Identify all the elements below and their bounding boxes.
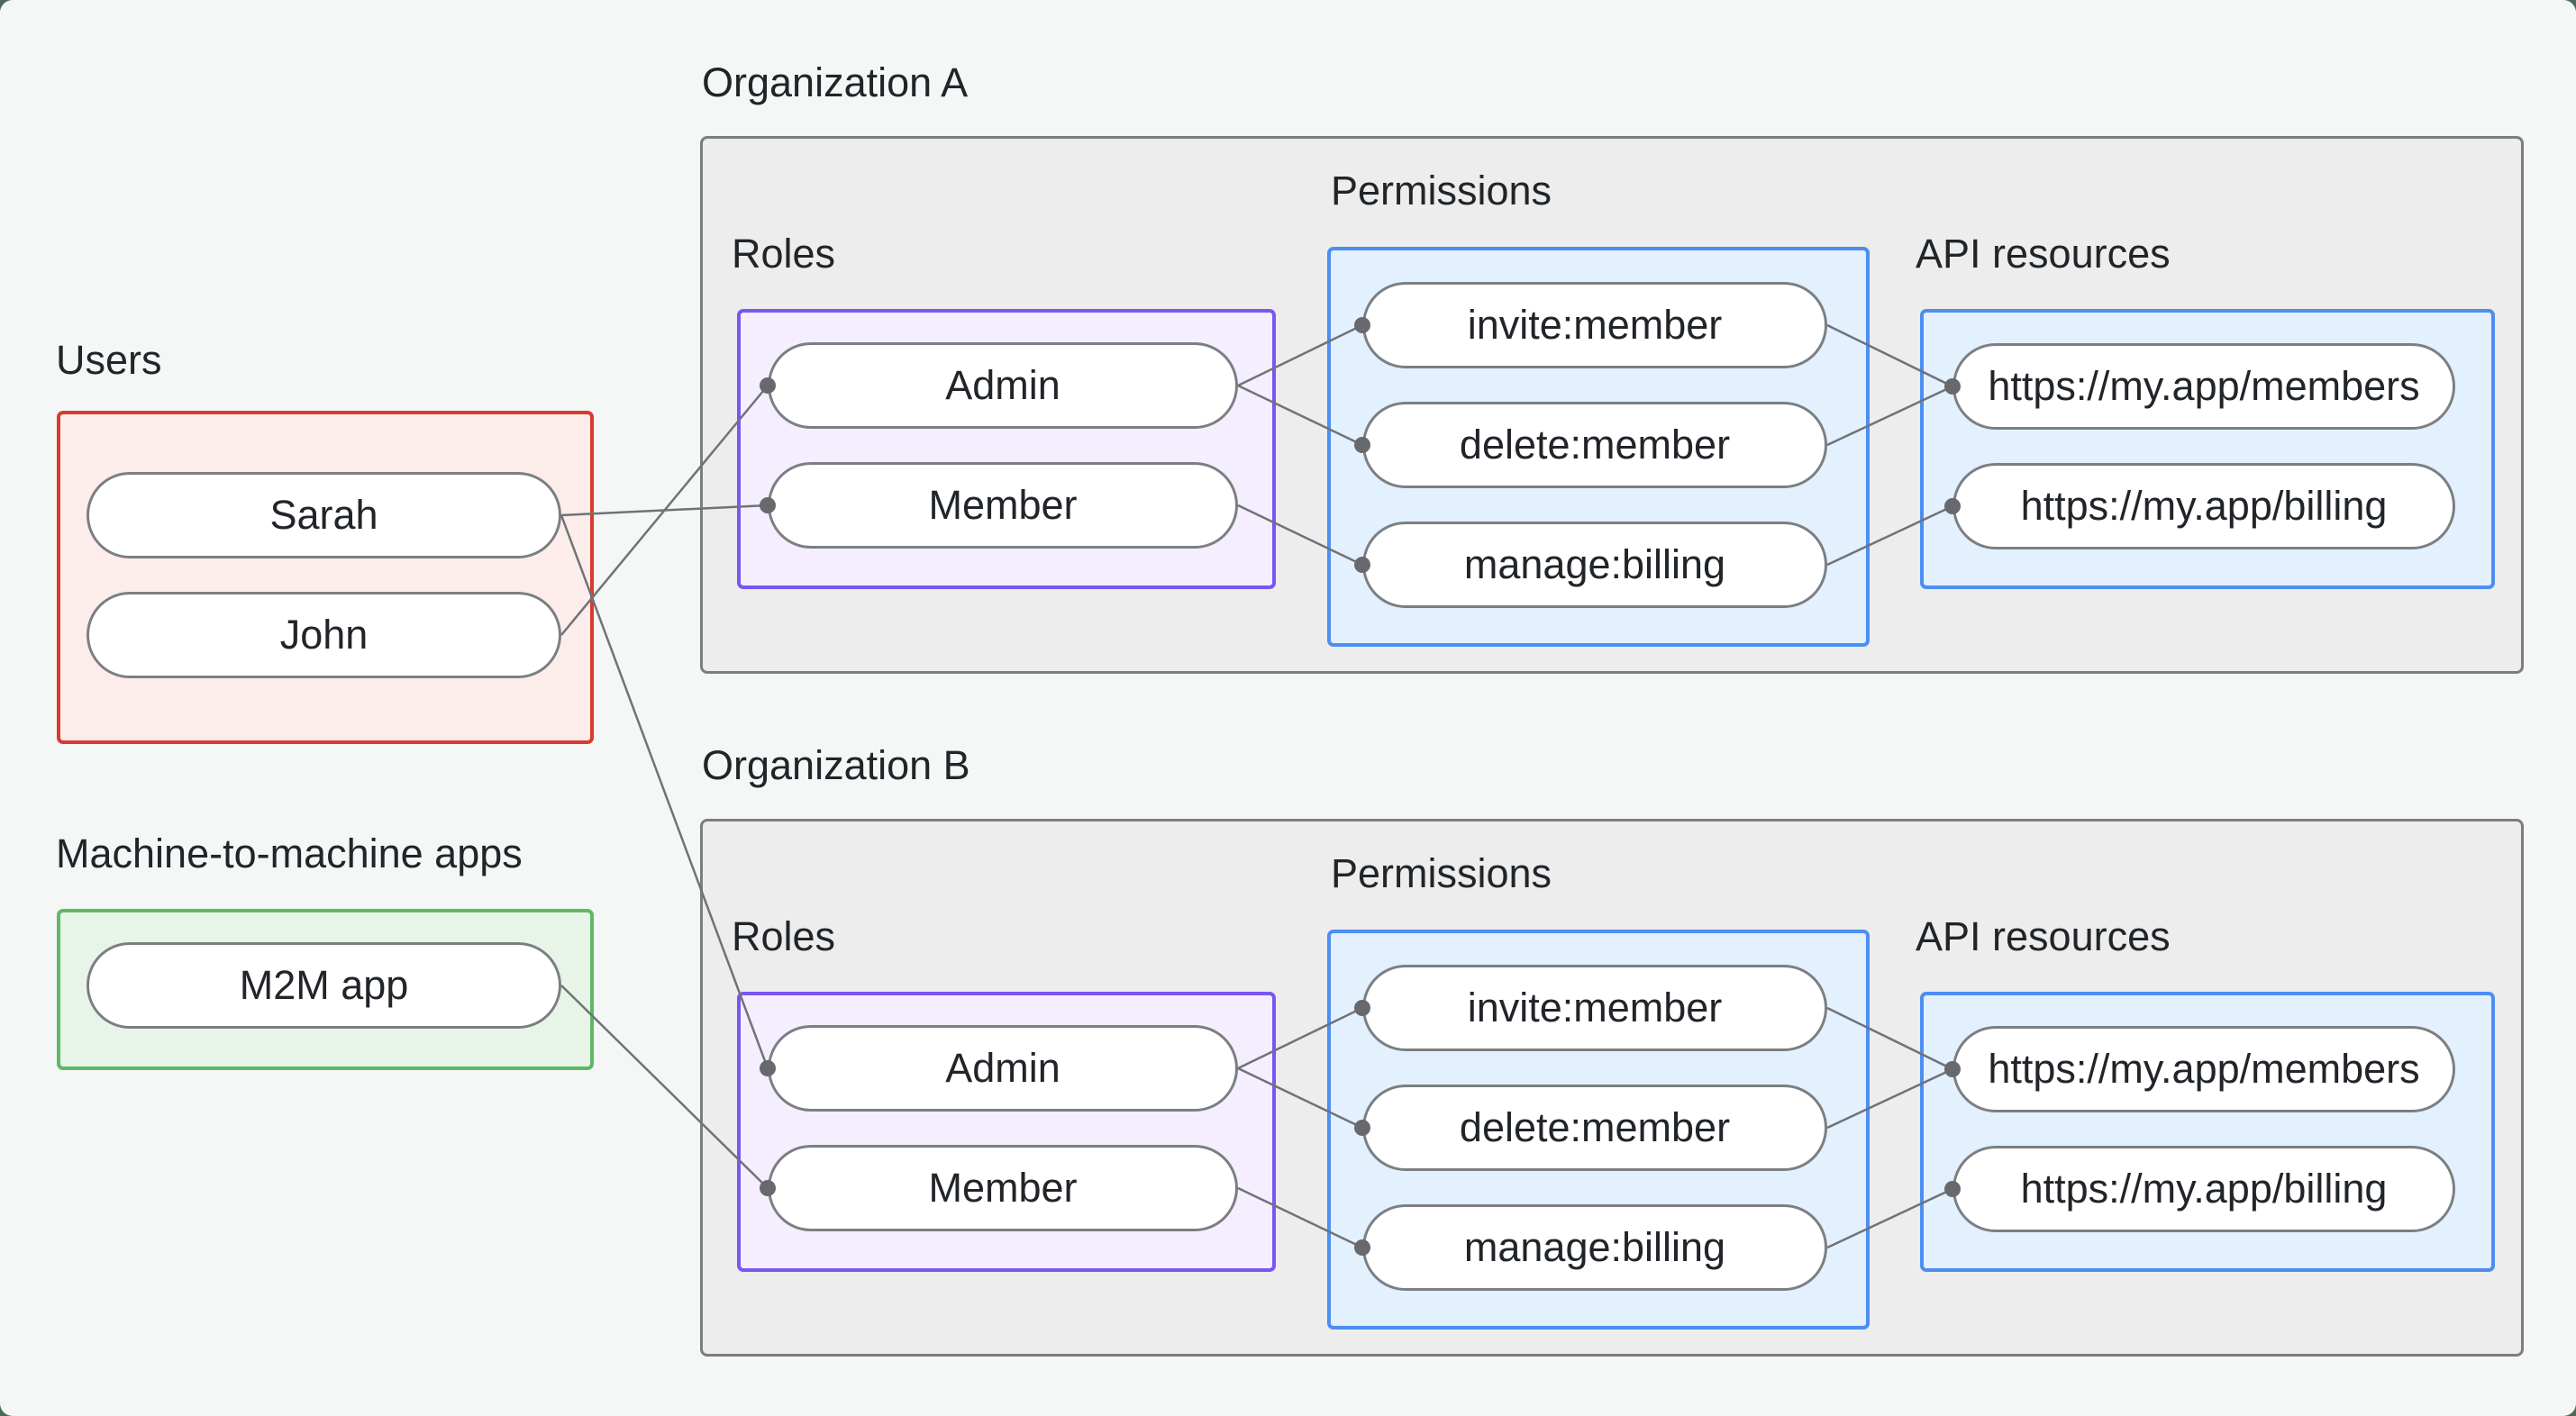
- org-b-permission-invite-member: invite:member: [1362, 965, 1827, 1051]
- org-b-role-admin: Admin: [768, 1025, 1238, 1112]
- org-a-api-billing: https://my.app/billing: [1952, 463, 2455, 549]
- org-a-api-resources-label: API resources: [1916, 231, 2171, 277]
- org-b-roles-label: Roles: [732, 913, 836, 959]
- org-a-role-admin: Admin: [768, 342, 1238, 429]
- org-b-api-resources-label: API resources: [1916, 913, 2171, 959]
- organization-b: Organization B Roles Admin Member Permis…: [0, 683, 2576, 1366]
- organization-a: Organization A Roles Admin Member Permis…: [0, 0, 2576, 683]
- org-b-role-member: Member: [768, 1145, 1238, 1231]
- user-node-john: John: [86, 592, 561, 678]
- org-a-title: Organization A: [702, 59, 969, 105]
- org-a-permission-manage-billing: manage:billing: [1362, 522, 1827, 608]
- org-a-roles-label: Roles: [732, 231, 836, 277]
- org-b-permissions-label: Permissions: [1331, 850, 1552, 896]
- m2m-app-node: M2M app: [86, 942, 561, 1029]
- org-b-permission-delete-member: delete:member: [1362, 1085, 1827, 1171]
- org-b-permission-manage-billing: manage:billing: [1362, 1204, 1827, 1291]
- users-group-box: [57, 411, 594, 744]
- org-a-permission-delete-member: delete:member: [1362, 402, 1827, 488]
- org-a-role-member: Member: [768, 462, 1238, 549]
- org-a-api-members: https://my.app/members: [1952, 343, 2455, 430]
- user-node-sarah: Sarah: [86, 472, 561, 558]
- org-b-title: Organization B: [702, 742, 970, 788]
- org-a-permission-invite-member: invite:member: [1362, 282, 1827, 368]
- org-b-api-members: https://my.app/members: [1952, 1026, 2455, 1112]
- users-group-label: Users: [56, 337, 162, 383]
- org-a-permissions-label: Permissions: [1331, 168, 1552, 213]
- org-b-api-billing: https://my.app/billing: [1952, 1146, 2455, 1232]
- m2m-group-label: Machine-to-machine apps: [56, 831, 523, 876]
